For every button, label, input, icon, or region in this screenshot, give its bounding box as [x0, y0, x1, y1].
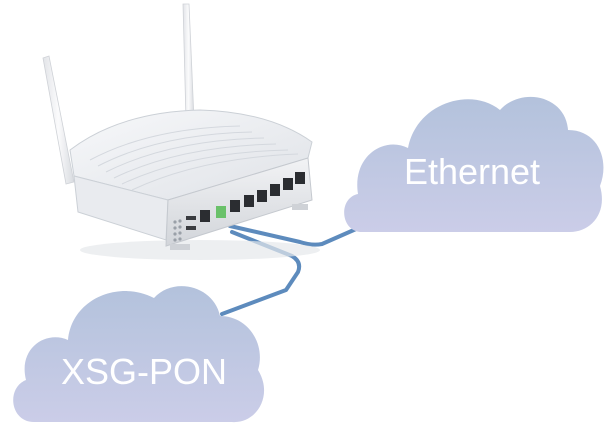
- port: [270, 184, 280, 196]
- router: [69, 109, 320, 260]
- ethernet-cable: [228, 220, 374, 247]
- antenna-left: [42, 55, 75, 185]
- port: [283, 178, 293, 190]
- usb-port: [186, 226, 196, 230]
- cloud-pon-shape: [13, 286, 265, 423]
- led-grid: [173, 219, 182, 242]
- router-shadow: [80, 240, 320, 260]
- router-grooves: [89, 125, 299, 191]
- cloud-pon-label: XSG-PON: [61, 351, 227, 392]
- router-foot: [292, 204, 308, 210]
- cloud-ethernet-shape: [344, 96, 604, 232]
- port: [295, 172, 305, 184]
- port: [200, 210, 210, 222]
- cables: [220, 220, 374, 316]
- antennas: [42, 3, 195, 185]
- port: [230, 200, 240, 212]
- port: [257, 190, 267, 202]
- ports: [200, 172, 305, 222]
- cloud-pon: XSG-PON: [13, 286, 265, 423]
- cloud-ethernet-label: Ethernet: [404, 151, 540, 192]
- antenna-right: [182, 3, 195, 121]
- port-active: [216, 206, 226, 218]
- router-foot: [170, 244, 190, 250]
- usb-port: [186, 216, 196, 220]
- port: [244, 195, 254, 207]
- cloud-ethernet: Ethernet: [344, 96, 604, 232]
